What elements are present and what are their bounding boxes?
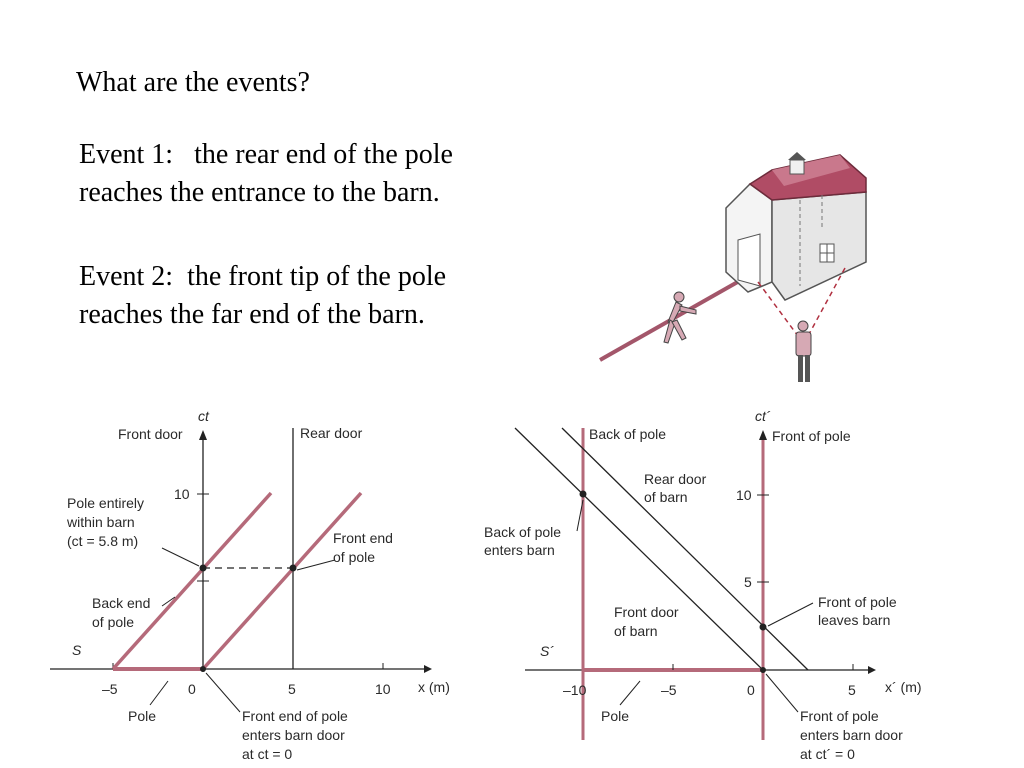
leader-enters [205, 672, 241, 713]
front-door-label-2: of barn [614, 623, 658, 639]
x-tick-label-neg5: –5 [102, 681, 118, 697]
ct-prime-axis-arrow [759, 430, 767, 440]
pole-within-label-2: within barn [66, 514, 135, 530]
front-end-worldline [201, 491, 363, 671]
event-1-text: Event 1: the rear end of the pole reache… [79, 139, 453, 208]
x-axis-label: x (m) [418, 679, 450, 695]
leader-pole-prime [619, 680, 641, 706]
event-dot-origin [200, 666, 206, 672]
enters-label-3: at ct = 0 [242, 746, 292, 762]
xp-tick-label-5: 5 [848, 682, 856, 698]
front-leaves-label-1: Front of pole [818, 594, 897, 610]
rear-door-label-2: of barn [644, 489, 688, 505]
front-door-label: Front door [118, 426, 183, 442]
x-tick-label-5: 5 [288, 681, 296, 697]
rear-door-worldline [561, 427, 809, 671]
event-dot-origin-prime [760, 667, 766, 673]
pole-within-label-3: (ct = 5.8 m) [67, 533, 138, 549]
back-end-label-1: Back end [92, 595, 150, 611]
back-enters-label-1: Back of pole [484, 524, 561, 540]
x-prime-axis-arrow [868, 666, 876, 674]
back-enters-label-2: enters barn [484, 542, 555, 558]
xp-tick-label-neg10: –10 [563, 682, 587, 698]
front-end-label-1: Front end [333, 530, 393, 546]
front-door-worldline [514, 427, 764, 671]
spacetime-chart-s-prime: ct´ S´ Back of pole Front of pole Rear d… [484, 408, 922, 762]
front-end-prime-label-2: enters barn door [800, 727, 903, 743]
back-end-label-2: of pole [92, 614, 134, 630]
front-door-label-1: Front door [614, 604, 679, 620]
ct-prime-axis-label: ct´ [755, 408, 771, 424]
x-axis-arrow [424, 665, 432, 673]
leader-pole-within [161, 547, 200, 567]
event-2-text: Event 2: the front tip of the pole reach… [79, 261, 447, 330]
runner-with-pole-icon [663, 291, 697, 344]
front-of-pole-label: Front of pole [772, 428, 851, 444]
ct-axis-label: ct [198, 408, 210, 424]
front-leaves-label-2: leaves barn [818, 612, 890, 628]
yp-tick-label-10: 10 [736, 487, 752, 503]
front-end-prime-label-1: Front of pole [800, 708, 879, 724]
leader-front-end [296, 559, 336, 571]
leader-front-leaves [767, 602, 814, 627]
back-end-worldline [111, 491, 273, 671]
enters-label-2: enters barn door [242, 727, 345, 743]
xp-tick-label-0: 0 [747, 682, 755, 698]
spacetime-chart-s: ct S Front door Rear door 10 Pole entire… [50, 408, 450, 762]
y-tick-label-10: 10 [174, 486, 190, 502]
observer-icon [795, 320, 812, 382]
leader-back-end [161, 596, 176, 607]
pole-label: Pole [128, 708, 156, 724]
barn-illustration [599, 152, 867, 382]
front-end-prime-label-3: at ct´ = 0 [800, 746, 855, 762]
rear-door-label: Rear door [300, 425, 363, 441]
pole-label-prime: Pole [601, 708, 629, 724]
leader-back-enters [576, 499, 584, 532]
pole-illustration [599, 269, 758, 362]
x-tick-label-0: 0 [188, 681, 196, 697]
frame-label-s-prime: S´ [540, 643, 554, 659]
event-dot-front-door [199, 564, 207, 572]
leader-front-end-prime [765, 673, 799, 713]
x-prime-axis-label: x´ (m) [885, 679, 922, 695]
yp-tick-label-5: 5 [744, 574, 752, 590]
slide-question: What are the events? [76, 67, 310, 98]
front-end-label-2: of pole [333, 549, 375, 565]
event-dot-rear-door [289, 564, 297, 572]
frame-label-s: S [72, 642, 82, 658]
pole-within-label-1: Pole entirely [67, 495, 144, 511]
enters-label-1: Front end of pole [242, 708, 348, 724]
rear-door-label-1: Rear door [644, 471, 707, 487]
event-dot-back-enters [579, 490, 587, 498]
event-dot-front-leaves [759, 623, 767, 631]
x-tick-label-10: 10 [375, 681, 391, 697]
barn-icon [725, 152, 867, 301]
back-of-pole-label: Back of pole [589, 426, 666, 442]
ct-axis-arrow [199, 430, 207, 440]
xp-tick-label-neg5: –5 [661, 682, 677, 698]
leader-pole [149, 680, 169, 706]
